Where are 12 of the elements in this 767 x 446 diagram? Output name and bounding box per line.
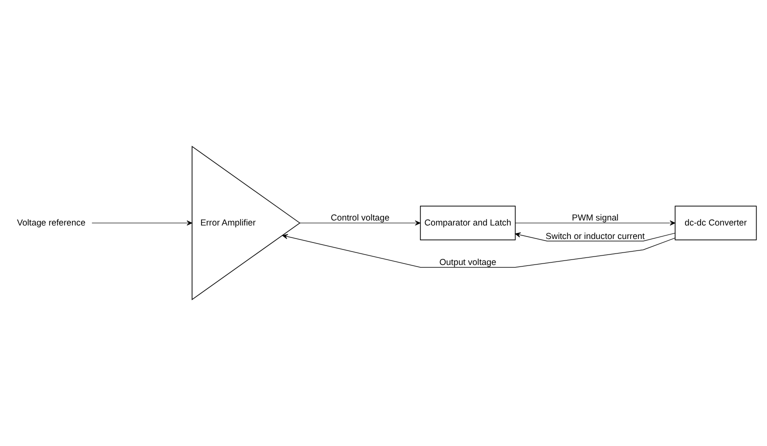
arrow bbox=[515, 220, 676, 226]
arrow bbox=[282, 234, 676, 268]
edge-label: Output voltage bbox=[439, 256, 496, 267]
arrow bbox=[515, 232, 676, 242]
node-box: Comparator and Latch bbox=[420, 206, 516, 240]
node-text: Voltage reference bbox=[17, 217, 86, 228]
edge-label: PWM signal bbox=[572, 212, 619, 223]
node-box: dc-dc Converter bbox=[674, 206, 757, 240]
arrow bbox=[92, 220, 192, 226]
arrow bbox=[300, 220, 421, 226]
edge-label: Switch or inductor current bbox=[546, 230, 645, 241]
edge-label: Control voltage bbox=[330, 212, 390, 223]
